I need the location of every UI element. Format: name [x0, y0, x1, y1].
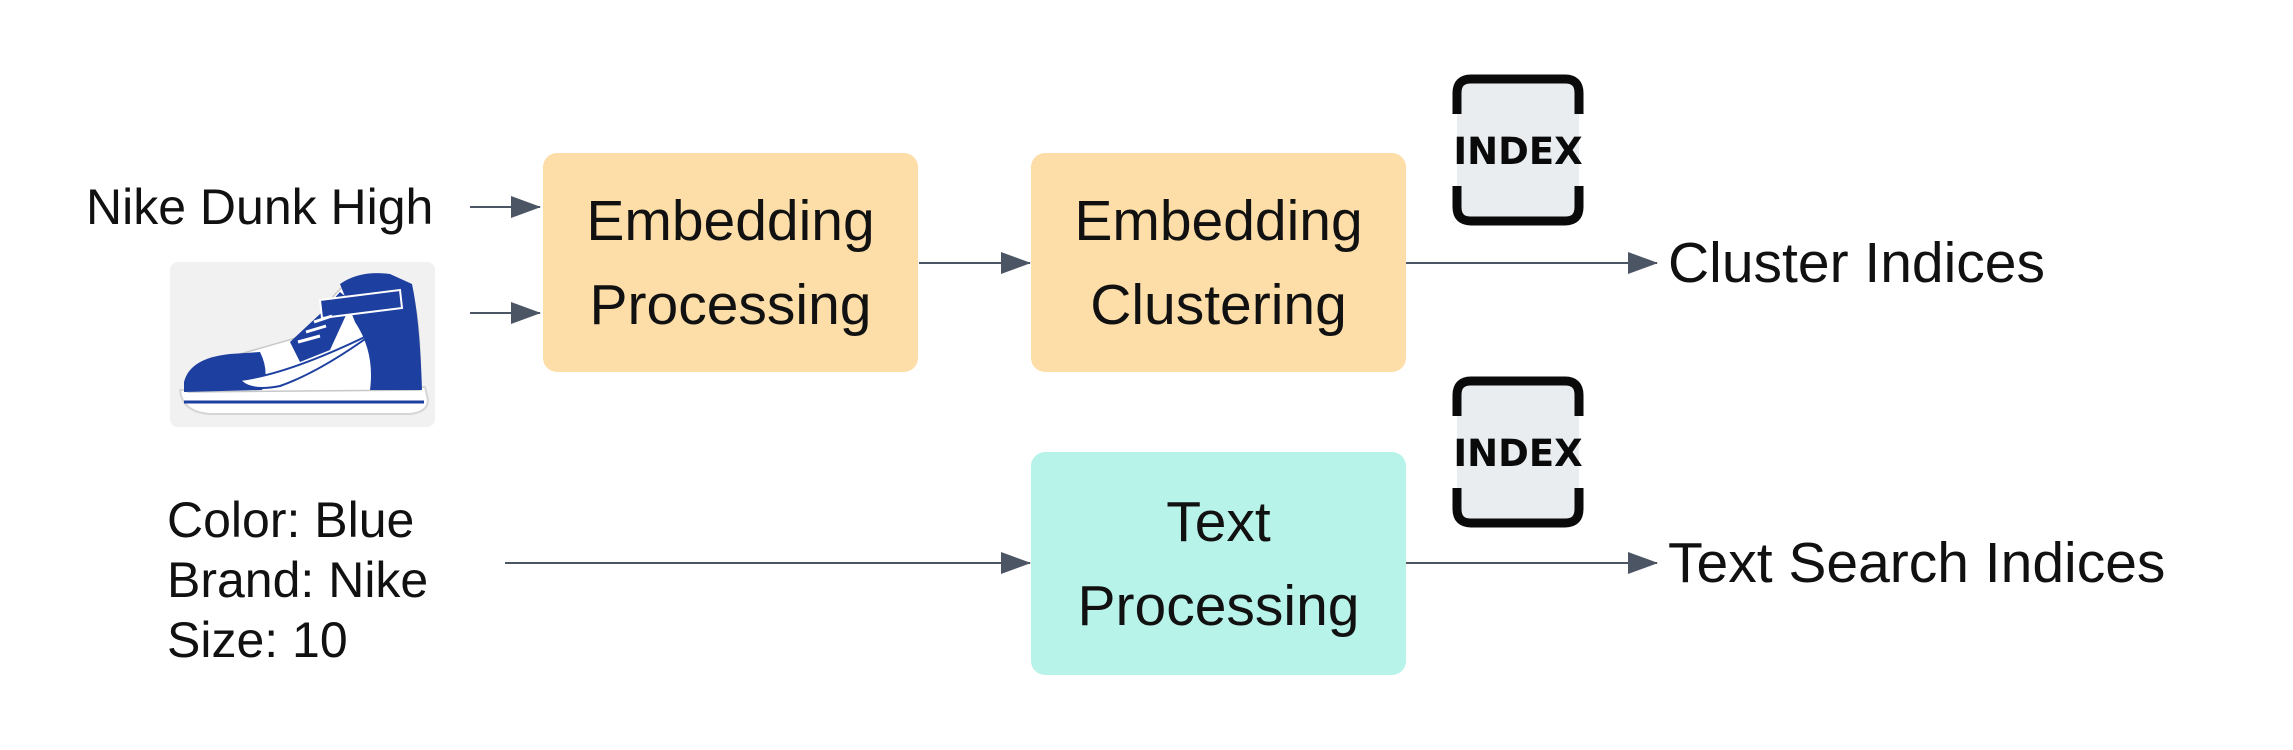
embedding-clustering-box: Embedding Clustering — [1031, 153, 1406, 372]
attribute-brand: Brand: Nike — [167, 552, 429, 608]
attribute-list: Color: Blue Brand: Nike Size: 10 — [167, 490, 428, 670]
product-name-label: Nike Dunk High — [86, 179, 434, 235]
text-processing-line1: Text — [1166, 489, 1271, 554]
embedding-processing-box: Embedding Processing — [543, 153, 918, 372]
embedding-processing-line2: Processing — [589, 272, 872, 337]
cluster-indices-label: Cluster Indices — [1668, 231, 2045, 295]
attribute-color: Color: Blue — [167, 492, 415, 548]
index-icon: INDEX — [1452, 74, 1584, 226]
embedding-clustering-line1: Embedding — [1074, 188, 1363, 253]
text-processing-box: Text Processing — [1031, 452, 1406, 675]
embedding-processing-line1: Embedding — [586, 188, 875, 253]
text-search-indices-label: Text Search Indices — [1668, 531, 2166, 595]
attribute-size: Size: 10 — [167, 612, 348, 668]
index-icon-text-search: INDEX — [1452, 376, 1584, 528]
sneaker-icon — [170, 262, 435, 427]
index-icon-cluster: INDEX — [1452, 74, 1584, 226]
index-icon: INDEX — [1452, 376, 1584, 528]
text-processing-line2: Processing — [1077, 573, 1360, 638]
index-icon-text: INDEX — [1453, 432, 1582, 475]
index-icon-text: INDEX — [1453, 130, 1582, 173]
shoe-image — [170, 262, 435, 427]
embedding-clustering-line2: Clustering — [1090, 272, 1347, 337]
